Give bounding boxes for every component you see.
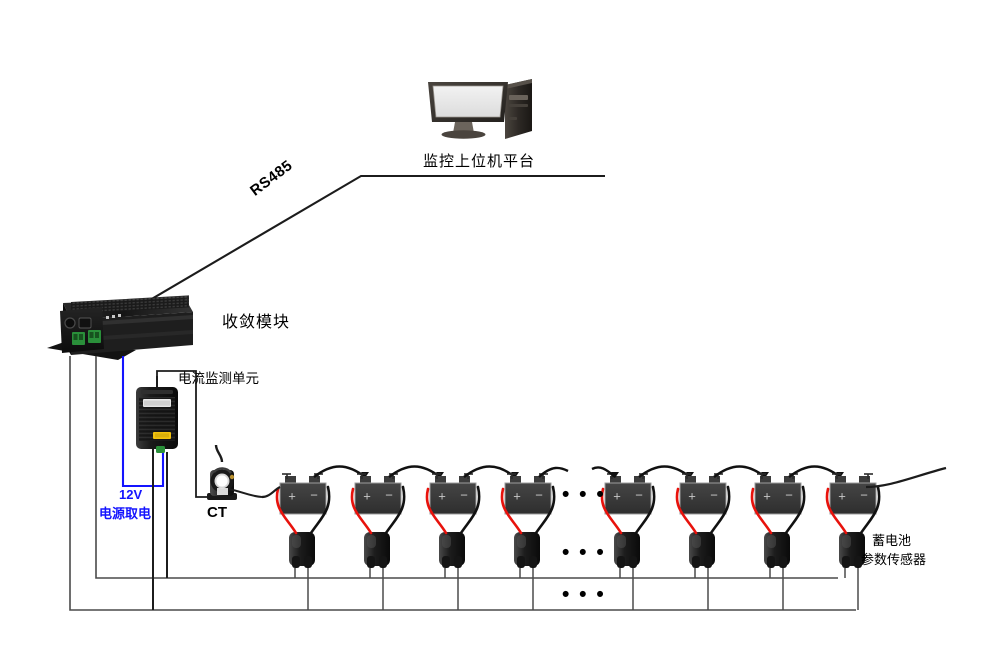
string-entry-cable: [261, 486, 281, 499]
svg-text:+: +: [438, 488, 446, 503]
svg-text:−: −: [635, 487, 643, 502]
monitor-pc-icon: [428, 79, 532, 139]
svg-text:+: +: [288, 488, 296, 503]
battery-sensor-label-line1: 蓄电池: [872, 533, 912, 548]
svg-text:−: −: [460, 487, 468, 502]
voltage-12v-label: 12V: [119, 487, 143, 502]
svg-text:+: +: [763, 488, 771, 503]
battery-unit: +−: [350, 465, 444, 610]
battery-parameter-sensor: [764, 532, 790, 610]
svg-text:−: −: [535, 487, 543, 502]
battery-unit: +−: [425, 465, 519, 610]
power-12v-wire: [121, 356, 165, 488]
group-bridge-cable: [538, 466, 619, 478]
battery-unit: +−: [675, 465, 769, 610]
svg-text:+: +: [688, 488, 696, 503]
ct-label: CT: [207, 504, 227, 521]
ellipsis-bus: • • •: [562, 583, 606, 606]
svg-text:−: −: [710, 487, 718, 502]
svg-text:−: −: [860, 487, 868, 502]
cmu-down-wires: [152, 449, 168, 610]
rs485-link-line: [103, 174, 605, 328]
ellipsis-batteries: • • •: [562, 483, 606, 506]
battery-sensor-label-line2: 参数传感器: [861, 552, 927, 567]
battery-parameter-sensor: [689, 532, 715, 610]
cmu-to-ct-wire: [156, 370, 210, 498]
svg-text:+: +: [613, 488, 621, 503]
convergence-module-label: 收敛模块: [222, 314, 291, 331]
monitor-platform-label: 监控上位机平台: [423, 153, 536, 170]
svg-text:+: +: [838, 488, 846, 503]
battery-unit: +−: [275, 465, 369, 610]
ellipsis-sensors: • • •: [562, 541, 606, 564]
ct-sensor-icon: [207, 444, 263, 500]
battery-unit: +−: [825, 473, 881, 610]
battery-parameter-sensor: [439, 532, 465, 610]
battery-parameter-sensor: [364, 532, 390, 610]
convergence-module-icon: [47, 295, 193, 360]
string-exit-cable: [865, 466, 947, 489]
svg-text:+: +: [513, 488, 521, 503]
battery-parameter-sensor: [514, 532, 540, 610]
battery-parameter-sensor: [839, 532, 865, 610]
module-bus-wires: [69, 356, 856, 611]
current-monitor-unit-icon: [136, 376, 178, 453]
power-take-label: 电源取电: [99, 506, 152, 521]
svg-text:−: −: [310, 487, 318, 502]
svg-text:−: −: [785, 487, 793, 502]
svg-text:−: −: [385, 487, 393, 502]
battery-string-group: +−+−+−+−+−+−+−+−: [275, 465, 881, 610]
battery-unit: +−: [500, 473, 556, 610]
battery-parameter-sensor: [614, 532, 640, 610]
svg-text:+: +: [363, 488, 371, 503]
battery-parameter-sensor: [289, 532, 315, 610]
current-monitor-unit-label: 电流监测单元: [178, 371, 259, 386]
